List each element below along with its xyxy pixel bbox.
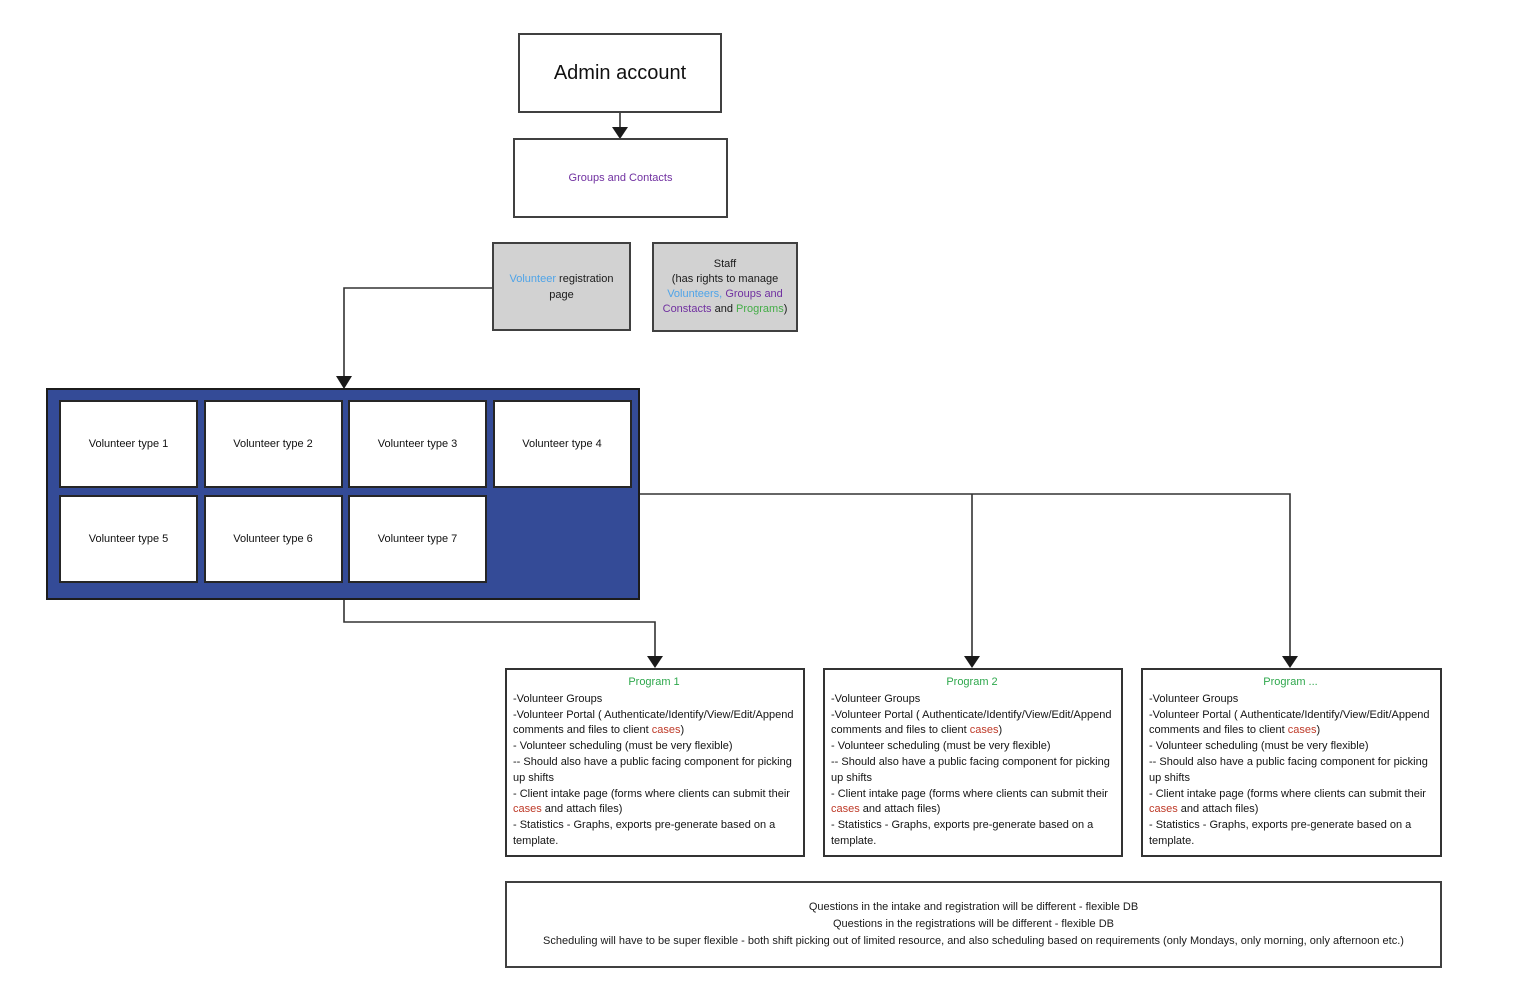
staff-rich-line-1: Volunteers, Groups and [667,288,783,300]
staff-rich-line-2: Constacts and Programs) [662,303,788,315]
program-body-line: - Volunteer scheduling (must be very fle… [1149,740,1369,753]
program-body-line: - Client intake page (forms where client… [1149,787,1426,816]
volunteer-type-box: Volunteer type 2 [203,400,343,488]
program-body-line: -Volunteer Groups [1149,692,1239,705]
program-body-line: -- Should also have a public facing comp… [513,755,792,784]
program-1-title: Program 1 [628,676,680,688]
volunteer-type-box: Volunteer type 4 [492,400,632,488]
program-body-line: - Volunteer scheduling (must be very fle… [513,740,733,753]
staff-title: Staff [713,258,737,270]
connector-panel-program1 [343,600,656,657]
program-3-title: Program ... [1263,676,1318,688]
program-body-line: -- Should also have a public facing comp… [1149,755,1428,784]
staff-box: Staff (has rights to manage Volunteers, … [652,242,798,332]
program-3-box: Program ... -Volunteer Groups-Volunteer … [1141,668,1442,857]
admin-account-box: Admin account [518,33,722,113]
program-body-line: -Volunteer Groups [831,692,921,705]
notes-line: Questions in the intake and registration… [808,901,1139,913]
groups-contacts-box: Groups and Contacts [513,138,728,218]
program-body-line: -Volunteer Portal ( Authenticate/Identif… [1149,708,1430,737]
program-body-line: -Volunteer Groups [513,692,603,705]
program-body-line: - Statistics - Graphs, exports pre-gener… [513,819,776,847]
program-body-line: -Volunteer Portal ( Authenticate/Identif… [831,708,1112,737]
program-body-line: -- Should also have a public facing comp… [831,755,1110,784]
volunteer-type-box: Volunteer type 3 [348,400,487,488]
program-3-body: -Volunteer Groups -Volunteer Portal ( Aut… [1149,692,1432,850]
volunteer-type-box: Volunteer type 7 [348,495,487,583]
arrowhead-icon [1282,656,1298,668]
notes-box: Questions in the intake and registration… [505,881,1442,968]
notes-line: Scheduling will have to be super flexibl… [543,935,1404,947]
program-body-line: - Statistics - Graphs, exports pre-gener… [1149,819,1412,847]
volunteer-type-box: Volunteer type 1 [59,400,198,488]
volunteer-type-box: Volunteer type 6 [203,495,343,583]
registration-rest: registration page [549,272,614,301]
program-body-line: -Volunteer Portal ( Authenticate/Identif… [513,708,794,737]
program-2-title: Program 2 [946,676,998,688]
program-2-body: -Volunteer Groups -Volunteer Portal ( Aut… [831,692,1113,850]
connector-panel-program3 [638,493,1291,657]
volunteer-highlight: Volunteer [509,272,556,285]
program-body-line: - Client intake page (forms where client… [513,787,790,816]
arrowhead-icon [647,656,663,668]
program-body-line: - Client intake page (forms where client… [831,787,1108,816]
staff-rights-line: (has rights to manage [671,273,779,285]
program-body-line: - Volunteer scheduling (must be very fle… [831,740,1051,753]
arrowhead-icon [964,656,980,668]
admin-account-label: Admin account [553,61,687,84]
volunteer-registration-box: Volunteer registration page [492,242,631,331]
volunteer-type-box: Volunteer type 5 [59,495,198,583]
notes-line: Questions in the registrations will be d… [832,918,1115,930]
connector-registration-panel [343,287,492,377]
program-body-line: - Statistics - Graphs, exports pre-gener… [831,819,1094,847]
groups-contacts-label: Groups and Contacts [568,172,673,184]
program-1-body: -Volunteer Groups -Volunteer Portal ( Aut… [513,692,795,850]
program-2-box: Program 2 -Volunteer Groups -Volunteer Po… [823,668,1123,857]
program-1-box: Program 1 -Volunteer Groups -Volunteer Po… [505,668,805,857]
volunteer-registration-label: Volunteer registration page [498,271,625,303]
